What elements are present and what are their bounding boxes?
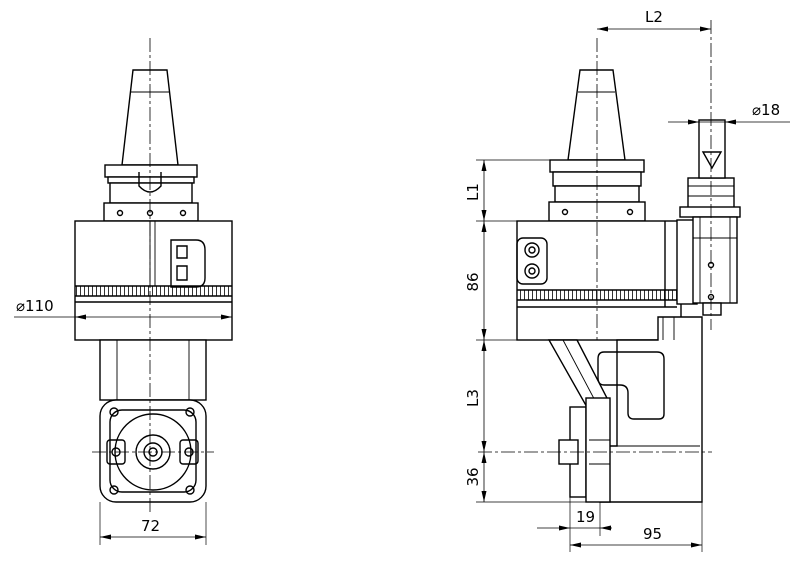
- dim-spindle-diameter: ⌀18: [752, 101, 780, 119]
- front-view: ⌀110 72: [14, 38, 233, 545]
- dim-l1: L1: [464, 183, 482, 201]
- front-main-housing: [74, 220, 233, 341]
- side-main-housing: [516, 220, 682, 341]
- side-view: L1 86 L3 36 L2 ⌀18 19 95: [464, 8, 790, 552]
- dim-front-width: 72: [141, 517, 160, 535]
- side-bolt-plate: [516, 237, 548, 285]
- side-taper-shank: [567, 69, 626, 161]
- side-cutout-window: [597, 351, 665, 420]
- dim-l3: L3: [464, 389, 482, 407]
- dim-95: 95: [643, 525, 662, 543]
- dim-front-diameter: ⌀110: [16, 297, 54, 315]
- side-lower-body: [599, 316, 703, 503]
- dim-height-86: 86: [464, 272, 482, 291]
- front-knurled-ring: [75, 286, 232, 296]
- front-neck: [99, 339, 207, 401]
- dim-offset-36: 36: [464, 467, 482, 486]
- dim-l2: L2: [645, 8, 663, 26]
- side-tool-bit: [698, 119, 726, 179]
- dim-19: 19: [576, 508, 595, 526]
- front-flange-ring: [104, 164, 198, 178]
- side-output-plate: [585, 397, 611, 503]
